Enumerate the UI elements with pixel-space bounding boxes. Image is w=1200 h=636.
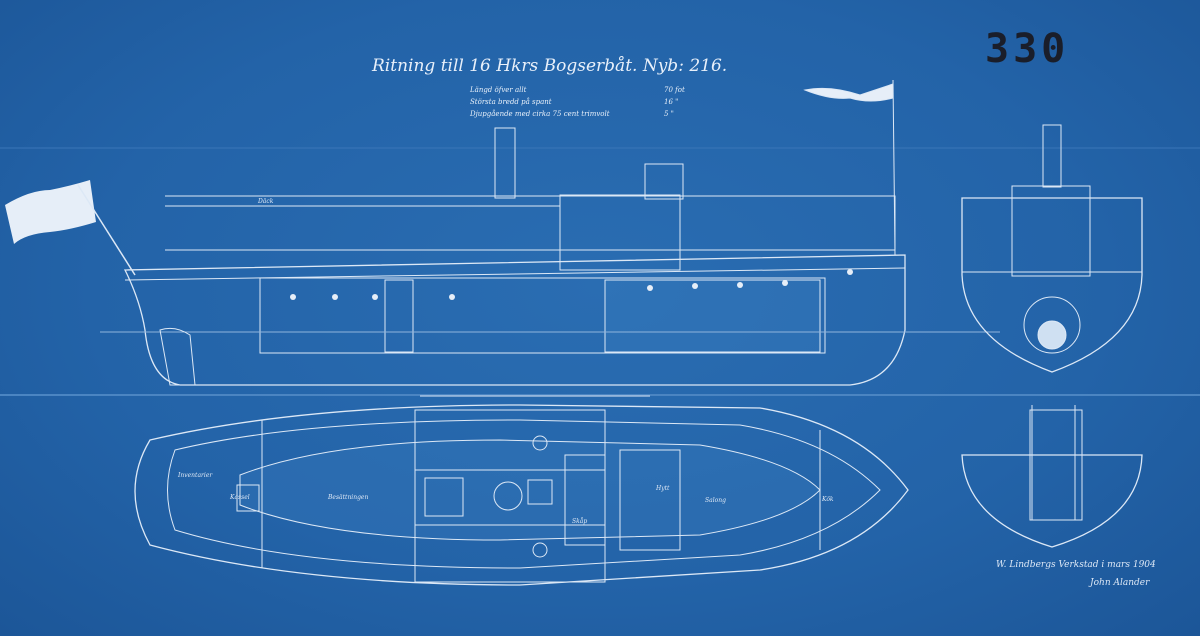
plan-label: Salong [705,497,726,504]
drawing-title: Ritning till 16 Hkrs Bogserbåt. Nyb: 216… [372,56,728,76]
spec-value: 16 " [664,98,679,106]
plan-label: Hytt [656,485,670,492]
drawing-number: 330 [985,26,1070,72]
plan-label: Besättningen [328,494,369,501]
elevation-label: Däck [258,198,274,205]
spec-label: Djupgående med cirka 75 cent trimvolt [470,110,610,118]
signature-name: John Alander [1090,578,1150,588]
side-elevation [100,79,1000,397]
plan-label: Skåp [572,518,588,525]
plan-label: Kassel [230,494,250,501]
spec-label: Längd öfver allt [470,86,527,94]
body-section-upper [961,124,1143,373]
flag [5,180,136,276]
spec-value: 5 " [664,110,674,118]
plan-label: Kök [822,496,834,503]
body-section-lower [961,405,1143,548]
plan-label: Inventarier [178,472,213,479]
signature-workshop: W. Lindbergs Verkstad i mars 1904 [996,560,1156,570]
spec-label: Största bredd på spant [470,98,552,106]
portholes [290,269,853,300]
plan-view [134,404,909,586]
spec-value: 70 fot [664,86,685,94]
